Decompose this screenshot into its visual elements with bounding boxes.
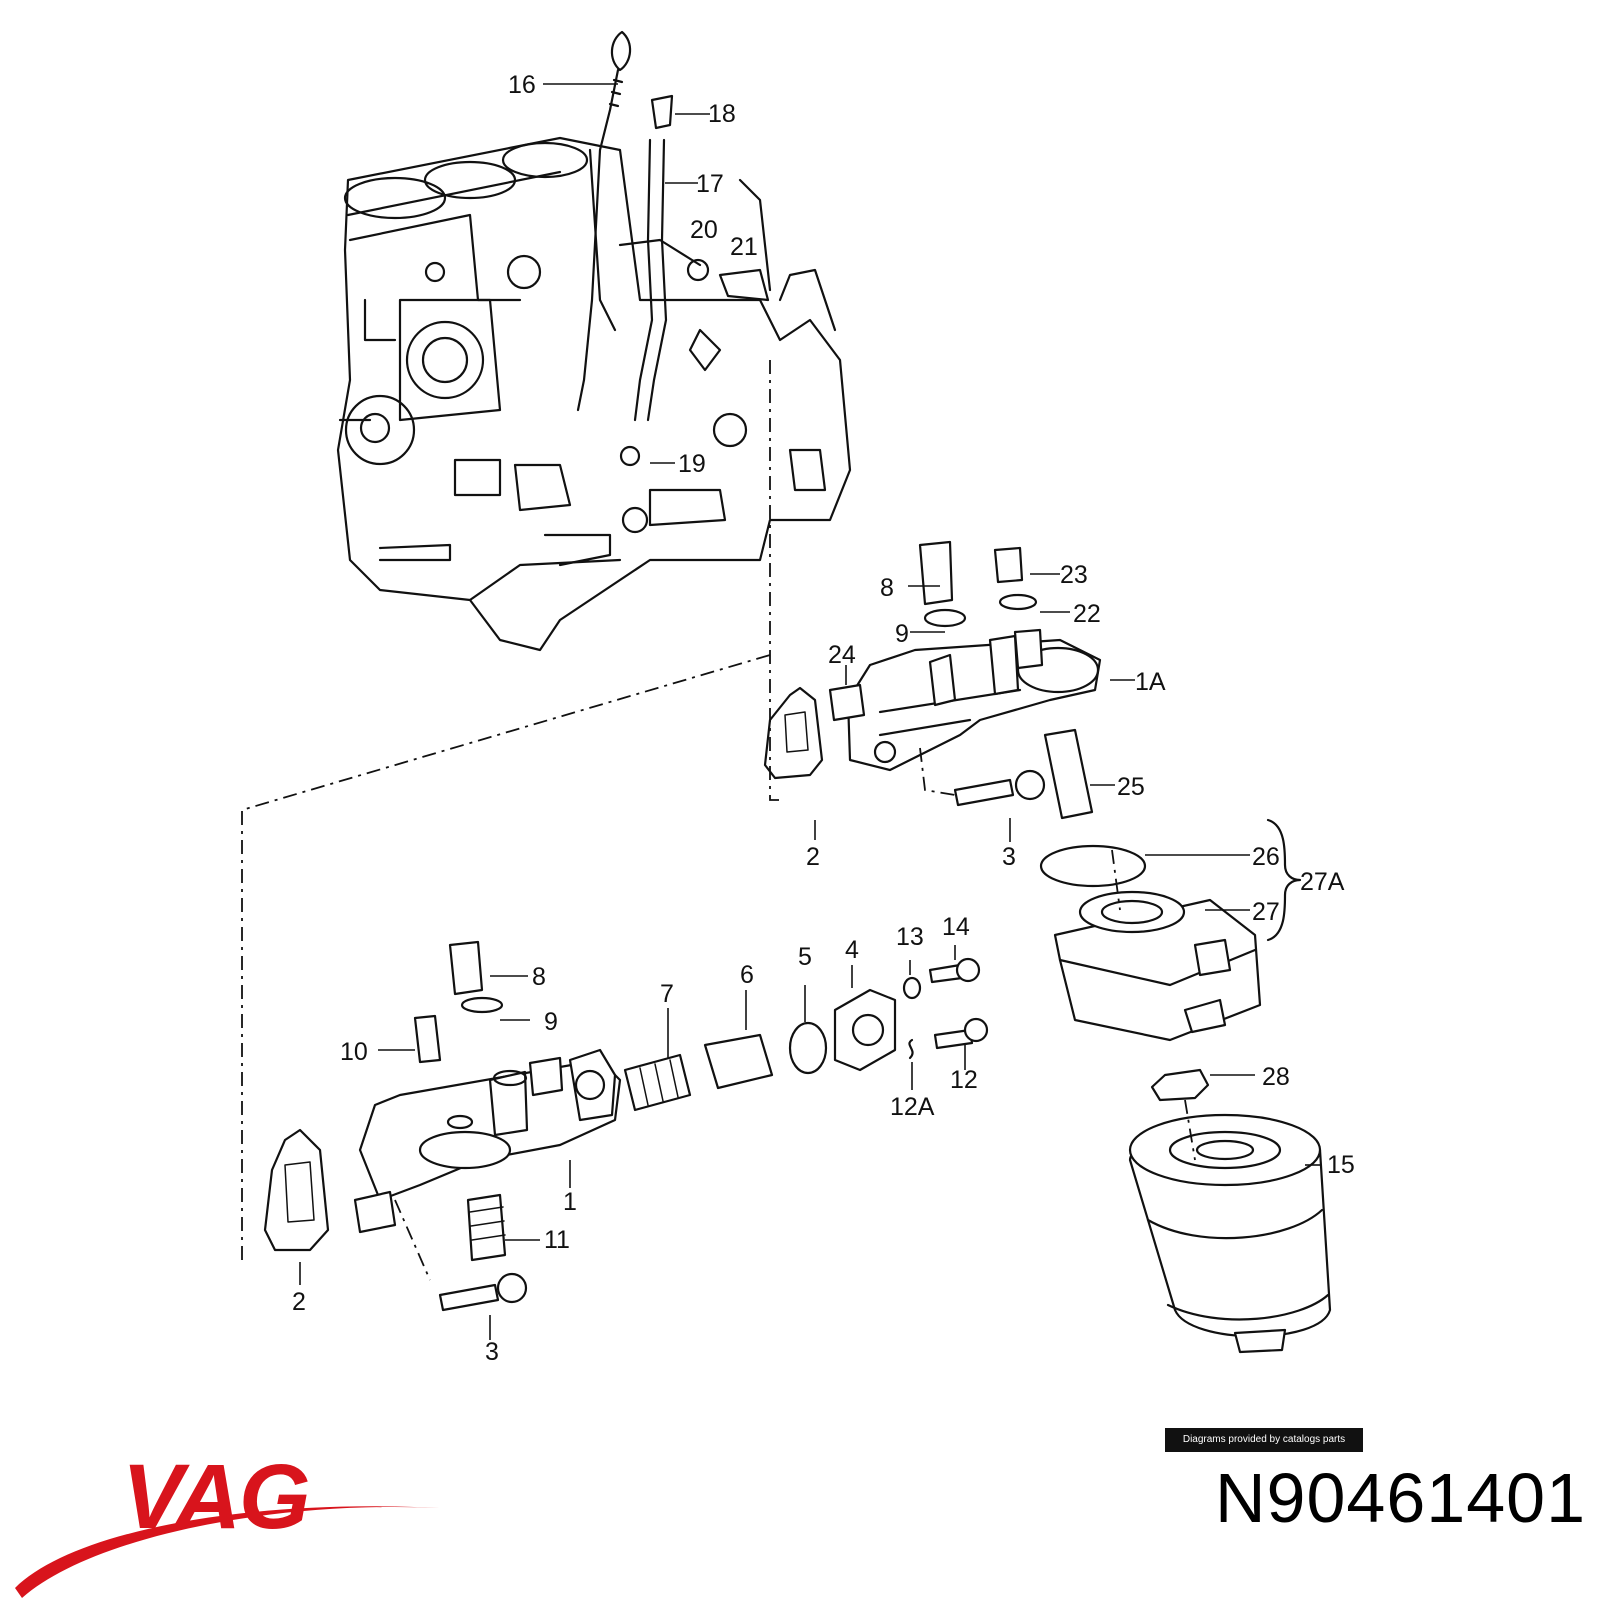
callout-28: 28 xyxy=(1262,1063,1290,1091)
callout-14: 14 xyxy=(942,913,970,941)
callout-2-upper: 2 xyxy=(806,843,820,871)
callout-23: 23 xyxy=(1060,561,1088,589)
brace-27A xyxy=(1266,818,1302,942)
callout-9-lower: 9 xyxy=(544,1008,558,1036)
leader-lines xyxy=(299,83,1320,1340)
callout-12: 12 xyxy=(950,1066,978,1094)
callout-6: 6 xyxy=(740,961,754,989)
part-number: N90461401 xyxy=(1215,1459,1586,1537)
callout-27A: 27A xyxy=(1300,868,1345,896)
vag-logo: VAG xyxy=(15,1446,440,1598)
oil-cooler-27 xyxy=(1039,844,1262,1102)
bracket-1A xyxy=(763,540,1102,820)
callout-3-upper: 3 xyxy=(1002,843,1016,871)
callout-4: 4 xyxy=(845,936,859,964)
oil-filter-15 xyxy=(1128,1113,1332,1354)
callout-19: 19 xyxy=(678,450,706,478)
dipstick-16 xyxy=(576,30,632,412)
callout-8-lower: 8 xyxy=(532,963,546,991)
callout-9-upper: 9 xyxy=(895,620,909,648)
callout-5: 5 xyxy=(798,943,812,971)
callout-21: 21 xyxy=(730,233,758,261)
callout-2-lower: 2 xyxy=(292,1288,306,1316)
callout-16: 16 xyxy=(508,71,536,99)
callout-1A: 1A xyxy=(1135,668,1166,696)
callout-20: 20 xyxy=(690,216,718,244)
callout-10: 10 xyxy=(340,1038,368,1066)
assembly-lines xyxy=(241,360,1196,1260)
valve-assembly xyxy=(623,957,989,1112)
callout-26: 26 xyxy=(1252,843,1280,871)
logo-swoosh xyxy=(15,1506,440,1598)
logo-wordmark: VAG xyxy=(122,1446,309,1548)
callout-18: 18 xyxy=(708,100,736,128)
guide-tube-17 xyxy=(618,94,770,467)
callout-11: 11 xyxy=(544,1226,570,1254)
callout-27: 27 xyxy=(1252,898,1280,926)
engine-block xyxy=(336,136,852,652)
callout-24: 24 xyxy=(828,641,856,669)
callout-8-upper: 8 xyxy=(880,574,894,602)
callout-13: 13 xyxy=(896,923,924,951)
callout-labels: 16 18 17 20 21 19 8 23 22 9 24 1A 25 2 3… xyxy=(292,71,1355,1366)
callout-25: 25 xyxy=(1117,773,1145,801)
callout-12A: 12A xyxy=(890,1093,935,1121)
diagram-credit: Diagrams provided by catalogs parts xyxy=(1165,1428,1363,1452)
callout-22: 22 xyxy=(1073,600,1101,628)
callout-3-lower: 3 xyxy=(485,1338,499,1366)
housing-1 xyxy=(263,940,622,1312)
callout-15: 15 xyxy=(1327,1151,1355,1179)
callout-1: 1 xyxy=(563,1188,577,1216)
callout-17: 17 xyxy=(696,170,724,198)
callout-7: 7 xyxy=(660,980,674,1008)
